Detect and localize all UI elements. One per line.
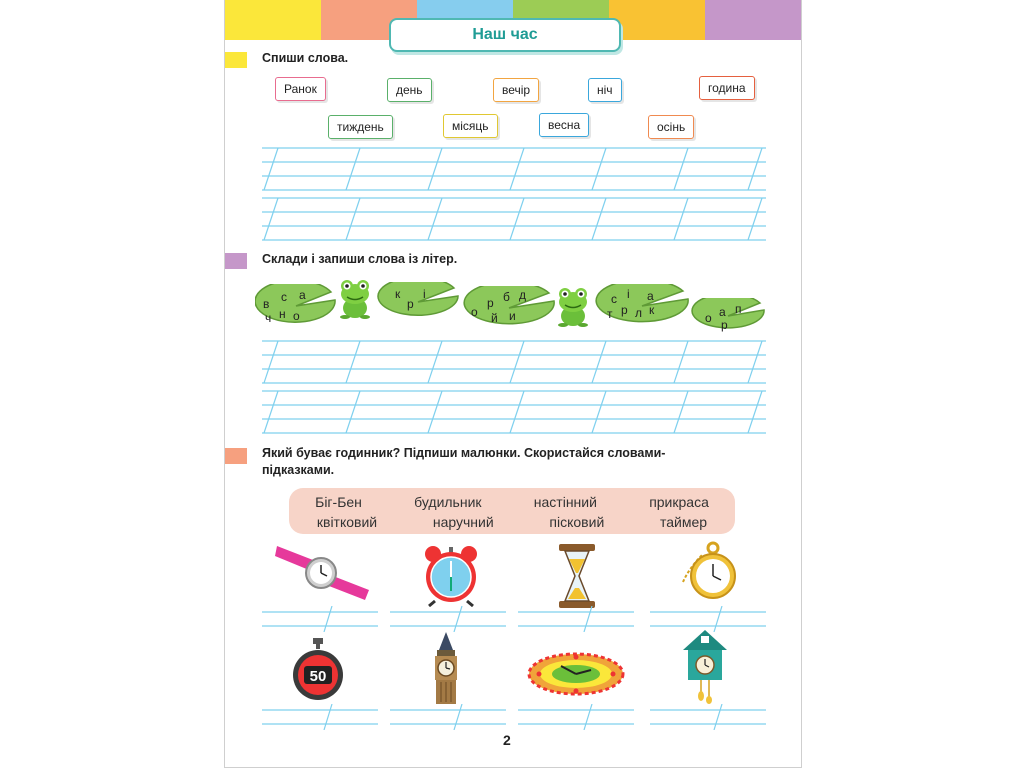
word-chip: місяць bbox=[443, 114, 498, 138]
word-chip: весна bbox=[539, 113, 590, 137]
cuckoo-clock-icon bbox=[683, 630, 727, 704]
writing-lines-1 bbox=[262, 147, 766, 241]
pad-letter: а bbox=[299, 288, 306, 302]
stopwatch-timer-icon: 50 bbox=[293, 638, 343, 700]
hint-row-1: Біг-Бен будильник настінний прикраса bbox=[289, 494, 735, 510]
pad-letter: в bbox=[263, 297, 269, 311]
pad-letter: т bbox=[607, 307, 613, 321]
hint-word: будильник bbox=[414, 494, 482, 510]
word-chip: Ранок bbox=[275, 77, 326, 101]
lily-pad: с і а т р л к bbox=[595, 284, 689, 323]
pad-letter: р bbox=[721, 318, 728, 332]
pad-letter: д bbox=[519, 288, 526, 302]
frog-icon bbox=[340, 280, 370, 319]
word-chip: осінь bbox=[648, 115, 695, 139]
lily-pad: о а п р bbox=[691, 298, 765, 332]
hourglass-icon bbox=[559, 544, 595, 608]
task3-line1: Який буває годинник? Підпиши малюнки. Ск… bbox=[262, 446, 666, 460]
task2-instruction: Склади і запиши слова із літер. bbox=[262, 252, 458, 266]
pad-letter: і bbox=[627, 287, 630, 301]
big-ben-icon bbox=[435, 632, 457, 704]
label-lines-row-2 bbox=[262, 704, 766, 730]
pad-letter: а bbox=[647, 289, 654, 303]
timer-display: 50 bbox=[310, 668, 327, 685]
hint-word: прикраса bbox=[649, 494, 709, 510]
task3-marker bbox=[225, 448, 247, 464]
pad-letter: с bbox=[611, 292, 617, 306]
pad-letter: р bbox=[621, 303, 628, 317]
hint-word: таймер bbox=[660, 514, 708, 530]
pocket-watch-icon bbox=[682, 541, 736, 599]
pad-letter: б bbox=[503, 290, 510, 304]
hint-word: настінний bbox=[533, 494, 597, 510]
pad-letter: р bbox=[487, 296, 494, 310]
pad-letter: р bbox=[407, 297, 414, 311]
pad-letter: й bbox=[491, 311, 498, 325]
word-chip: тиждень bbox=[328, 115, 393, 139]
color-stripes bbox=[225, 0, 801, 40]
pad-letter: п bbox=[735, 302, 742, 316]
workbook-page: Наш час Спиши слова. Ранок день вечір ні… bbox=[224, 0, 802, 768]
hint-word: Біг-Бен bbox=[315, 494, 362, 510]
page-title: Наш час bbox=[472, 26, 538, 43]
task2-marker bbox=[225, 253, 247, 269]
task1-marker bbox=[225, 52, 247, 68]
label-lines-row-1 bbox=[262, 606, 766, 632]
word-chip: день bbox=[387, 78, 432, 102]
lily-pad: к р і bbox=[377, 282, 459, 317]
hint-words-box: Біг-Бен будильник настінний прикраса кві… bbox=[289, 488, 735, 534]
hint-word: наручний bbox=[432, 514, 494, 530]
task3-instruction: Який буває годинник? Підпиши малюнки. Ск… bbox=[262, 445, 762, 479]
lily-pad: в с а ч н о bbox=[255, 284, 336, 325]
wristwatch-icon bbox=[275, 546, 369, 600]
stripe-amber bbox=[609, 0, 705, 40]
alarm-clock-icon bbox=[425, 546, 477, 607]
pad-letter: а bbox=[719, 305, 726, 319]
word-chip: вечір bbox=[493, 78, 540, 102]
frog-icon bbox=[558, 288, 588, 327]
pad-letter: и bbox=[509, 309, 516, 323]
task1-instruction: Спиши слова. bbox=[262, 51, 349, 65]
pad-letter: о bbox=[293, 309, 300, 323]
pad-letter: і bbox=[423, 287, 426, 301]
flower-clock-icon bbox=[527, 652, 625, 696]
pad-letter: ч bbox=[265, 311, 271, 325]
pad-letter: к bbox=[395, 287, 401, 301]
pad-letter: л bbox=[635, 306, 642, 320]
word-chip: година bbox=[699, 76, 755, 100]
task3-line2: підказками. bbox=[262, 463, 335, 477]
stripe-yellow bbox=[225, 0, 321, 40]
pad-letter: к bbox=[649, 303, 655, 317]
pad-letter: о bbox=[471, 305, 478, 319]
hint-word: пісковий bbox=[549, 514, 605, 530]
pad-letter: о bbox=[705, 311, 712, 325]
page-title-box: Наш час bbox=[389, 18, 621, 52]
writing-lines-2 bbox=[262, 340, 766, 434]
hint-word: квітковий bbox=[316, 514, 378, 530]
lily-pad: о р б д й и bbox=[463, 286, 555, 325]
word-chip: ніч bbox=[588, 78, 622, 102]
pad-letter: с bbox=[281, 290, 287, 304]
stripe-purple bbox=[705, 0, 801, 40]
page-number: 2 bbox=[503, 732, 511, 748]
pad-letter: н bbox=[279, 307, 286, 321]
hint-row-2: квітковий наручний пісковий таймер bbox=[289, 514, 735, 530]
